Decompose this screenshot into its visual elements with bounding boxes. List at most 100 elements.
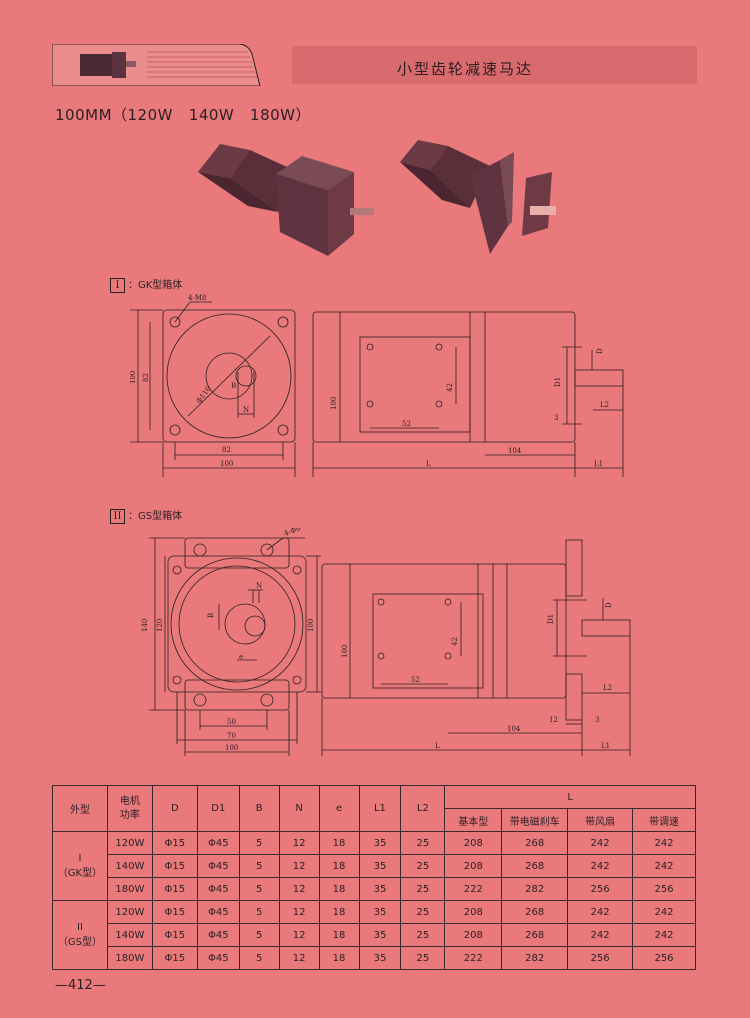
cell-n: 12 xyxy=(278,854,320,878)
gs-dim-42: 42 xyxy=(451,637,459,646)
cell-b: 5 xyxy=(238,946,280,970)
table-row: 140W Φ15 Φ45 5 12 18 35 25 208 268 242 2… xyxy=(53,923,696,947)
th-b: B xyxy=(238,785,280,832)
th-l: L xyxy=(444,785,696,809)
gs-front-flange xyxy=(167,555,307,693)
page-title: 小型齿轮减速马达 xyxy=(397,60,534,78)
section-gs-roman: II xyxy=(110,508,125,524)
gs-hole-spec: 4-Φ9 xyxy=(283,528,302,538)
gk-dim-42: 42 xyxy=(446,383,454,392)
group-gs-name: （GS型） xyxy=(57,937,103,948)
table-row: 180W Φ15 Φ45 5 12 18 35 25 222 282 256 2… xyxy=(53,877,696,901)
gs-n-label: N xyxy=(256,582,262,590)
gs-l2-label: L2 xyxy=(603,684,612,692)
cell-l1: 35 xyxy=(358,831,402,855)
cell-brake: 282 xyxy=(501,877,569,901)
header-motor-thumbnail xyxy=(52,44,261,86)
cell-l2: 25 xyxy=(400,854,446,878)
cell-basic: 208 xyxy=(444,900,503,924)
gs-side-body xyxy=(321,563,567,699)
cell-fan: 242 xyxy=(567,831,633,855)
gk-width-100: 100 xyxy=(220,460,233,468)
cell-b: 5 xyxy=(238,900,280,924)
cell-d1: Φ45 xyxy=(196,900,240,924)
cell-brake: 268 xyxy=(501,923,569,947)
cell-l2: 25 xyxy=(400,946,446,970)
cell-d1: Φ45 xyxy=(196,831,240,855)
cell-b: 5 xyxy=(238,923,280,947)
power-range-subtitle: 100MM（120W 140W 180W） xyxy=(55,106,312,124)
gs-d-label: D xyxy=(605,602,613,608)
cell-power: 140W xyxy=(106,923,153,947)
gk-d1-label: D1 xyxy=(554,377,562,387)
cell-d: Φ15 xyxy=(151,900,198,924)
section-gs-label: II：GS型箱体 xyxy=(110,507,182,524)
cell-power: 180W xyxy=(106,877,153,901)
page-number: —412— xyxy=(55,978,106,993)
cell-d: Φ15 xyxy=(151,877,198,901)
cell-brake: 282 xyxy=(501,946,569,970)
motor-photos xyxy=(198,140,556,256)
gk-shaft xyxy=(574,369,624,387)
gs-l1-label: L1 xyxy=(601,742,610,750)
section-gk-title: ：GK型箱体 xyxy=(128,280,183,291)
cell-d: Φ15 xyxy=(151,831,198,855)
cell-speed: 242 xyxy=(632,854,696,878)
gk-shaft-circle xyxy=(235,365,257,387)
motor-photo-gk xyxy=(198,144,374,256)
header-title-bar xyxy=(292,46,697,84)
gk-height-100: 100 xyxy=(130,371,137,384)
gs-height-120: 120 xyxy=(156,619,164,632)
gs-dim-3: 3 xyxy=(595,716,599,724)
group-gs-roman: II xyxy=(77,922,83,933)
motor-photo-gs xyxy=(400,140,556,254)
cell-basic: 208 xyxy=(444,831,503,855)
section-gk-roman: I xyxy=(110,277,125,293)
cell-d: Φ15 xyxy=(151,923,198,947)
gs-width-50: 50 xyxy=(227,718,236,726)
gs-height-100-right: 100 xyxy=(307,619,315,632)
section-gk-label: I：GK型箱体 xyxy=(110,276,182,293)
gs-width-100: 100 xyxy=(225,744,238,752)
cell-fan: 256 xyxy=(567,877,633,901)
gk-l1-label: L1 xyxy=(594,460,603,468)
gk-dim-3: 3 xyxy=(554,414,558,422)
th-power: 电机 功率 xyxy=(106,785,153,832)
table-subheader-row: 基本型 带电磁刹车 带风扇 带调速 xyxy=(53,808,696,832)
cell-l1: 35 xyxy=(358,946,402,970)
gk-side-body xyxy=(312,311,576,443)
cell-d1: Φ45 xyxy=(196,877,240,901)
gk-dimension-drawing: 4-M8 Φ116 B N 100 82 82 100 100 52 42 10… xyxy=(130,294,624,477)
cell-power: 140W xyxy=(106,854,153,878)
cell-l2: 25 xyxy=(400,831,446,855)
group-gk-name: （GK型） xyxy=(57,868,103,879)
th-d: D xyxy=(151,785,198,832)
cell-basic: 208 xyxy=(444,923,503,947)
cell-basic: 208 xyxy=(444,854,503,878)
gk-pilot-circle xyxy=(166,313,292,439)
table-row: 140W Φ15 Φ45 5 12 18 35 25 208 268 242 2… xyxy=(53,854,696,878)
cell-e: 18 xyxy=(318,831,360,855)
cell-b: 5 xyxy=(238,854,280,878)
cell-brake: 268 xyxy=(501,831,569,855)
cell-e: 18 xyxy=(318,877,360,901)
cell-e: 18 xyxy=(318,854,360,878)
cell-speed: 242 xyxy=(632,900,696,924)
cell-l2: 25 xyxy=(400,900,446,924)
th-n: N xyxy=(278,785,320,832)
cell-d: Φ15 xyxy=(151,854,198,878)
cell-fan: 242 xyxy=(567,923,633,947)
th-e: e xyxy=(318,785,360,832)
cell-b: 5 xyxy=(238,831,280,855)
cell-e: 18 xyxy=(318,946,360,970)
cell-brake: 268 xyxy=(501,854,569,878)
cell-speed: 256 xyxy=(632,877,696,901)
spec-table: 外型 电机 功率 D D1 B N e L1 L2 L 基本型 带电磁刹车 带风… xyxy=(52,785,696,970)
cell-n: 12 xyxy=(278,946,320,970)
cell-e: 18 xyxy=(318,923,360,947)
gs-side-100: 100 xyxy=(341,645,349,658)
cell-power: 120W xyxy=(106,900,153,924)
gs-l-label: L xyxy=(435,742,440,750)
th-speed: 带调速 xyxy=(632,808,696,832)
cell-power: 120W xyxy=(106,831,153,855)
